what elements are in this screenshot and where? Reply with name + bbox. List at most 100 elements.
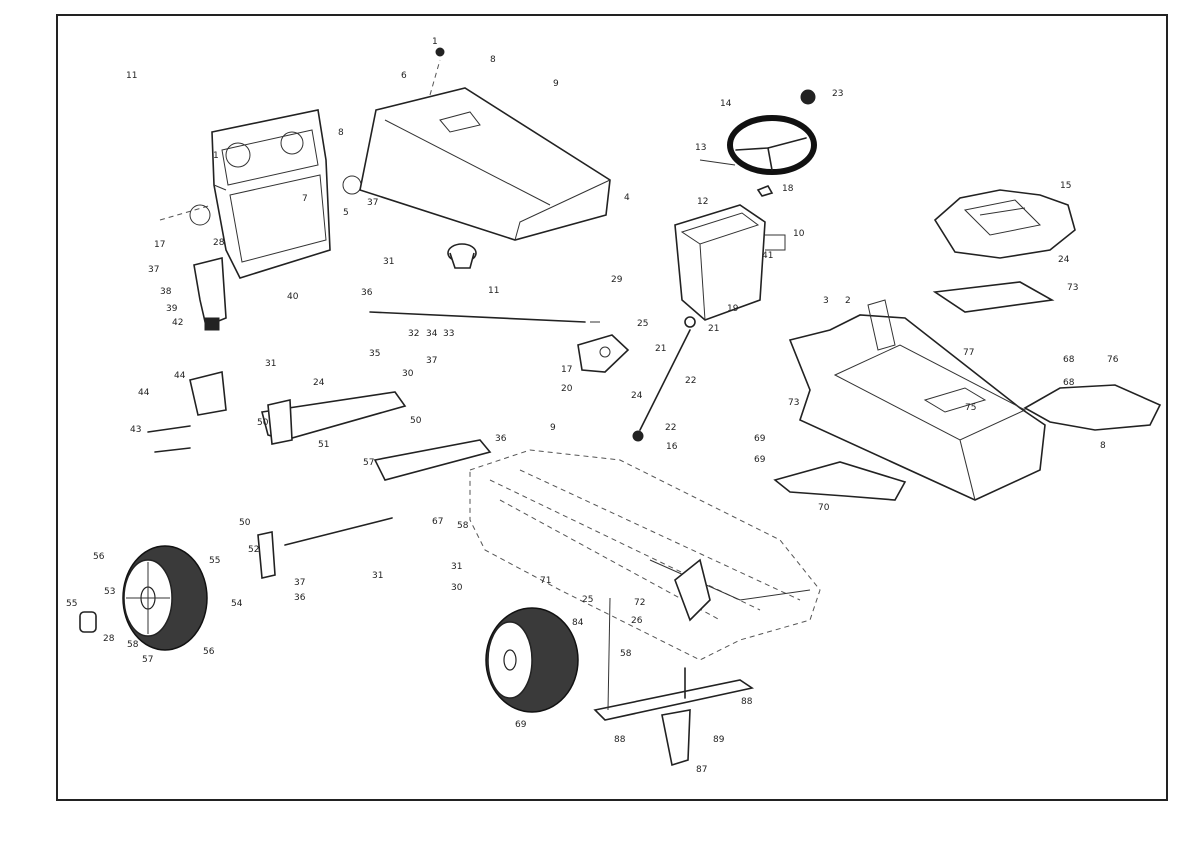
callout-label: 20 — [561, 384, 573, 394]
callout-label: 58 — [457, 521, 469, 531]
body-pan — [788, 299, 1046, 501]
callout-label: 44 — [174, 371, 186, 381]
callout-label: 69 — [754, 434, 766, 444]
rear-fender — [1023, 384, 1162, 431]
callout-label: 51 — [318, 440, 329, 450]
lift-arm — [593, 597, 755, 767]
callout-label: 31 — [451, 562, 462, 572]
callout-label: 37 — [426, 356, 437, 366]
callout-label: 75 — [965, 403, 976, 413]
callout-label: 11 — [126, 71, 137, 81]
callout-label: 69 — [754, 455, 766, 465]
callout-label: 42 — [172, 318, 183, 328]
callout-label: 58 — [127, 640, 139, 650]
callout-label: 31 — [372, 571, 383, 581]
callout-label: 36 — [361, 288, 373, 298]
seat-plate — [932, 281, 1055, 313]
callout-label: 38 — [160, 287, 172, 297]
callout-label: 53 — [104, 587, 115, 597]
seat — [933, 189, 1076, 259]
callout-label: 36 — [294, 593, 306, 603]
callout-label: 15 — [1060, 181, 1071, 191]
callout-label: 34 — [426, 329, 438, 339]
callout-label: 9 — [550, 423, 556, 433]
spindle — [257, 531, 276, 579]
callout-label: 37 — [148, 265, 159, 275]
callout-label: 21 — [655, 344, 666, 354]
callout-label: 31 — [265, 359, 276, 369]
callout-label: 44 — [138, 388, 150, 398]
callout-label: 89 — [713, 735, 725, 745]
callout-label: 55 — [66, 599, 77, 609]
callout-label: 8 — [338, 128, 344, 138]
callout-label: 67 — [432, 517, 443, 527]
steering-support — [447, 243, 477, 269]
callout-label: 3 — [823, 296, 829, 306]
callout-label: 58 — [620, 649, 632, 659]
callout-label: 43 — [130, 425, 141, 435]
callout-label: 13 — [695, 143, 706, 153]
callout-label: 73 — [1067, 283, 1078, 293]
callout-label: 50 — [239, 518, 251, 528]
foot-plate — [773, 461, 907, 501]
callout-label: 5 — [343, 208, 349, 218]
callout-label: 21 — [708, 324, 719, 334]
callout-label: 55 — [209, 556, 220, 566]
callout-label: 16 — [666, 442, 678, 452]
callout-label: 56 — [93, 552, 105, 562]
callout-label: 71 — [540, 576, 551, 586]
callout-label: 26 — [631, 616, 643, 626]
callout-label: 30 — [402, 369, 414, 379]
front-axle — [147, 371, 407, 453]
callout-label: 2 — [845, 296, 851, 306]
callout-label: 76 — [1107, 355, 1119, 365]
callout-label: 68 — [1063, 378, 1075, 388]
callout-label: 8 — [490, 55, 496, 65]
callout-label: 4 — [624, 193, 630, 203]
callout-label: 50 — [410, 416, 422, 426]
callout-label: 40 — [287, 292, 299, 302]
callout-label: 14 — [720, 99, 732, 109]
callout-label: 56 — [203, 647, 215, 657]
callout-label: 30 — [451, 583, 463, 593]
callout-label: 24 — [631, 391, 643, 401]
callout-label: 1 — [432, 37, 438, 47]
callout-label: 50 — [257, 418, 269, 428]
front-wheel — [79, 545, 208, 651]
callout-label: 88 — [614, 735, 626, 745]
dash-housing — [159, 109, 362, 279]
callout-label: 19 — [727, 304, 739, 314]
callout-label: 17 — [561, 365, 572, 375]
callout-label: 24 — [1058, 255, 1070, 265]
callout-label: 33 — [443, 329, 454, 339]
callout-label: 68 — [1063, 355, 1075, 365]
callout-label: 28 — [213, 238, 225, 248]
callout-label: 1 — [213, 151, 219, 161]
chassis-frame — [469, 449, 821, 661]
callout-label: 57 — [142, 655, 153, 665]
callout-label: 25 — [582, 595, 593, 605]
callout-label: 11 — [488, 286, 499, 296]
sector-gear — [577, 334, 630, 373]
hood-panel — [359, 47, 611, 241]
callout-label: 41 — [762, 251, 773, 261]
callout-label: 18 — [782, 184, 794, 194]
callout-label: 37 — [294, 578, 305, 588]
callout-label: 35 — [369, 349, 380, 359]
dash-panel — [674, 204, 786, 321]
axle-bracket — [373, 439, 492, 481]
callout-label: 10 — [793, 229, 805, 239]
callout-label: 73 — [788, 398, 799, 408]
callout-label: 52 — [248, 545, 259, 555]
callout-label: 12 — [697, 197, 708, 207]
callout-label: 29 — [611, 275, 623, 285]
callout-label: 28 — [103, 634, 115, 644]
callout-label: 25 — [637, 319, 648, 329]
callout-label: 22 — [685, 376, 696, 386]
callout-label: 23 — [832, 89, 843, 99]
support-bracket — [193, 256, 227, 331]
callout-label: 88 — [741, 697, 753, 707]
callout-label: 31 — [383, 257, 394, 267]
